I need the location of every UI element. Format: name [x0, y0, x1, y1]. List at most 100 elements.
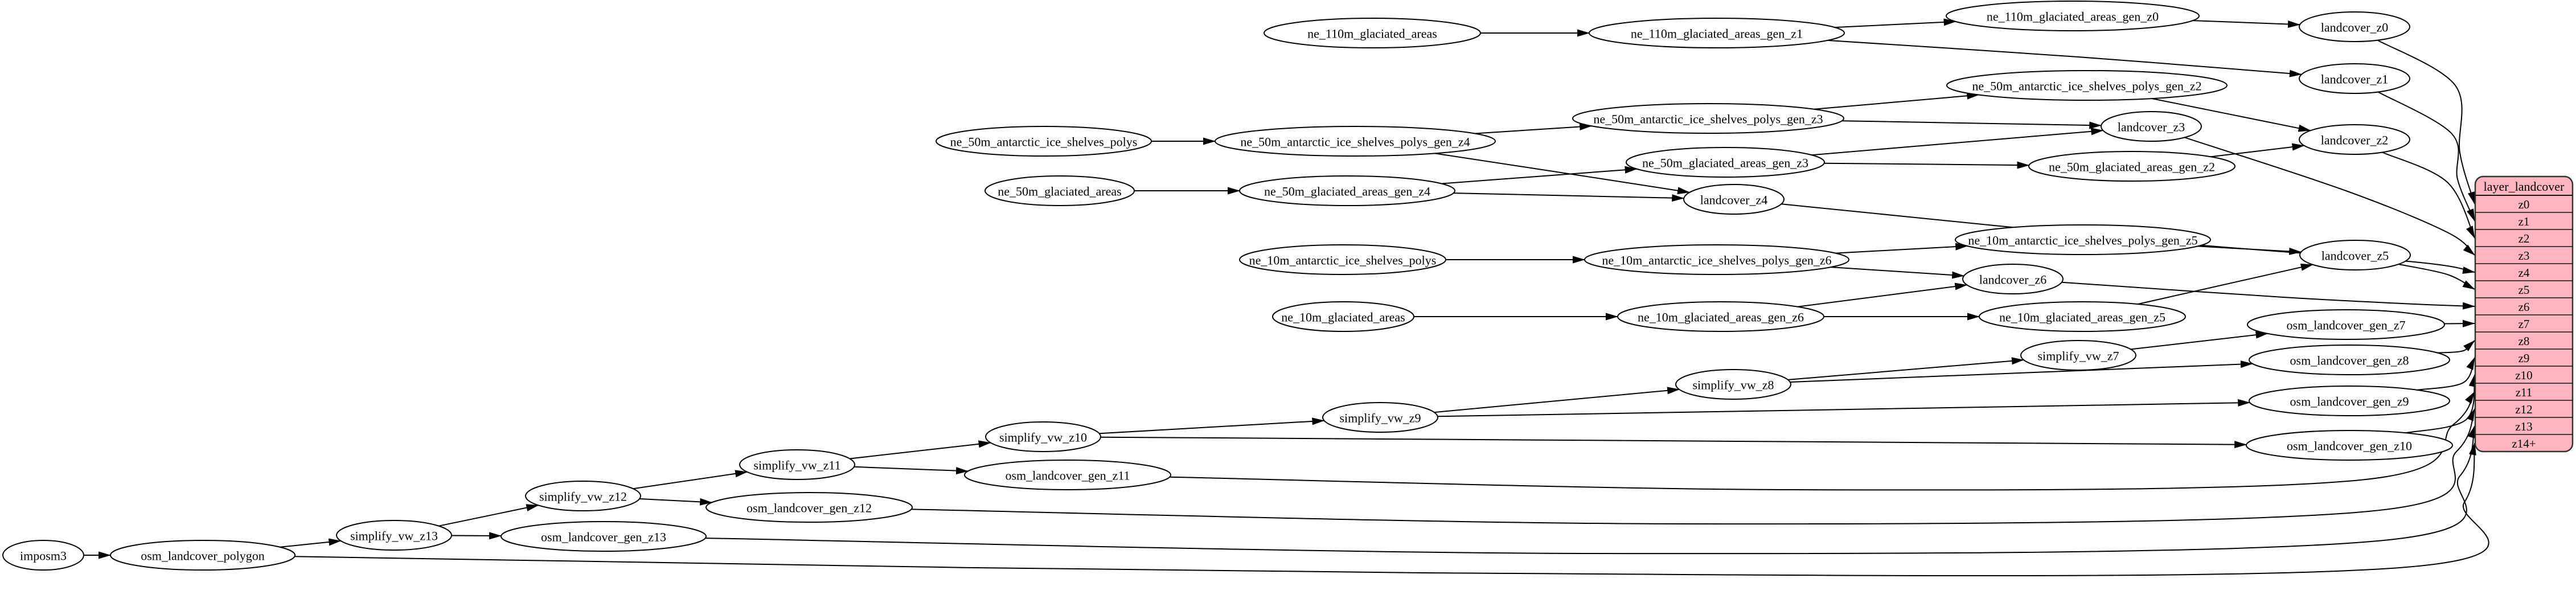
- node-simplify_vw_z13-label: simplify_vw_z13: [350, 529, 438, 543]
- node-osm_landcover_gen_z9: osm_landcover_gen_z9: [2249, 386, 2450, 416]
- node-simplify_vw_z13-ellipse: [336, 520, 452, 551]
- edge-ne_10m_antarctic_ice_shelves_polys_gen_z6-to-ne_10m_antarctic_ice_shelves_polys_gen_z5: [1835, 243, 1968, 254]
- node-ne_110m_glaciated_areas_gen_z1-label: ne_110m_glaciated_areas_gen_z1: [1631, 27, 1803, 41]
- node-landcover_z0-label: landcover_z0: [2321, 20, 2389, 35]
- node-simplify_vw_z9: simplify_vw_z9: [1322, 402, 1438, 433]
- node-osm_landcover_polygon-label: osm_landcover_polygon: [141, 549, 265, 563]
- node-ne_50m_glaciated_areas_gen_z2-ellipse: [2028, 151, 2235, 182]
- node-ne_50m_glaciated_areas_gen_z4-label: ne_50m_glaciated_areas_gen_z4: [1264, 184, 1430, 199]
- table-row-z7: z7: [2518, 317, 2530, 331]
- edge-osm_landcover_gen_z12-to-layer_landcover-z12: [911, 408, 2475, 525]
- node-ne_50m_antarctic_ice_shelves_polys_gen_z2: ne_50m_antarctic_ice_shelves_polys_gen_z…: [1946, 70, 2228, 101]
- node-ne_10m_antarctic_ice_shelves_polys-label: ne_10m_antarctic_ice_shelves_polys: [1249, 253, 1437, 268]
- node-landcover_z2: landcover_z2: [2299, 124, 2410, 155]
- table-row-z2: z2: [2518, 232, 2530, 245]
- node-landcover_z6: landcover_z6: [1962, 264, 2064, 294]
- node-landcover_z3-label: landcover_z3: [2118, 120, 2185, 134]
- node-landcover_z0-ellipse: [2299, 11, 2410, 42]
- node-imposm3-ellipse: [2, 540, 84, 571]
- node-ne_110m_glaciated_areas_gen_z0-ellipse: [1946, 1, 2200, 31]
- node-simplify_vw_z8-label: simplify_vw_z8: [1693, 378, 1774, 392]
- nodes-layer: imposm3 osm_landcover_polygon simplify_vw_…: [2, 1, 2453, 571]
- node-ne_50m_glaciated_areas_gen_z2: ne_50m_glaciated_areas_gen_z2: [2028, 151, 2235, 182]
- edge-ne_110m_glaciated_areas_gen_z0-to-landcover_z0: [2192, 20, 2300, 28]
- edge-osm_landcover_gen_z11-to-layer_landcover-z11: [1170, 391, 2475, 491]
- node-landcover_z3: landcover_z3: [2101, 111, 2202, 142]
- edge-osm_landcover_polygon-to-simplify_vw_z13: [280, 538, 342, 548]
- edge-simplify_vw_z11-to-simplify_vw_z10: [850, 440, 991, 460]
- node-simplify_vw_z12-ellipse: [525, 481, 641, 511]
- node-osm_landcover_gen_z10-label: osm_landcover_gen_z10: [2287, 439, 2412, 453]
- edge-ne_50m_antarctic_ice_shelves_polys_gen_z2-to-landcover_z2: [2151, 98, 2311, 132]
- node-imposm3-label: imposm3: [20, 549, 67, 563]
- node-ne_10m_glaciated_areas_gen_z5-label: ne_10m_glaciated_areas_gen_z5: [1999, 310, 2165, 325]
- table-row-z3: z3: [2518, 249, 2530, 263]
- edge-landcover_z3-to-layer_landcover-z3: [2184, 137, 2475, 256]
- node-landcover_z5: landcover_z5: [2299, 240, 2411, 270]
- table-row-z8: z8: [2518, 334, 2530, 348]
- node-landcover_z6-ellipse: [1962, 264, 2064, 294]
- node-landcover_z0: landcover_z0: [2299, 11, 2410, 42]
- node-ne_50m_antarctic_ice_shelves_polys-label: ne_50m_antarctic_ice_shelves_polys: [950, 135, 1138, 149]
- node-simplify_vw_z10: simplify_vw_z10: [985, 421, 1101, 452]
- node-simplify_vw_z12-label: simplify_vw_z12: [539, 490, 627, 504]
- edge-osm_landcover_gen_z13-to-layer_landcover-z13: [705, 425, 2475, 555]
- node-osm_landcover_gen_z12-label: osm_landcover_gen_z12: [746, 501, 872, 515]
- node-ne_50m_antarctic_ice_shelves_polys_gen_z2-label: ne_50m_antarctic_ice_shelves_polys_gen_z…: [1972, 79, 2201, 93]
- table-row-z0: z0: [2518, 198, 2530, 211]
- node-simplify_vw_z8-ellipse: [1675, 369, 1791, 400]
- node-simplify_vw_z12: simplify_vw_z12: [525, 481, 641, 511]
- node-ne_50m_antarctic_ice_shelves_polys_gen_z4-ellipse: [1215, 126, 1496, 157]
- table-row-z10: z10: [2515, 368, 2532, 382]
- edge-osm_landcover_gen_z9-to-layer_landcover-z9: [2417, 357, 2475, 391]
- edge-simplify_vw_z12-to-osm_landcover_gen_z12: [639, 498, 713, 506]
- node-ne_110m_glaciated_areas: ne_110m_glaciated_areas: [1264, 18, 1481, 48]
- edge-simplify_vw_z10-to-simplify_vw_z9: [1099, 417, 1325, 434]
- node-ne_50m_glaciated_areas_gen_z3: ne_50m_glaciated_areas_gen_z3: [1626, 147, 1825, 178]
- node-osm_landcover_gen_z11-ellipse: [964, 460, 1171, 490]
- table-row-z5: z5: [2518, 283, 2530, 297]
- node-simplify_vw_z9-ellipse: [1322, 402, 1438, 433]
- table-row-z4: z4: [2518, 266, 2530, 280]
- node-ne_10m_glaciated_areas: ne_10m_glaciated_areas: [1272, 301, 1414, 332]
- table-row-z11: z11: [2516, 386, 2533, 399]
- node-osm_landcover_gen_z13-label: osm_landcover_gen_z13: [541, 530, 666, 544]
- edge-ne_50m_glaciated_areas_gen_z4-to-landcover_z4: [1453, 192, 1685, 202]
- edge-ne_10m_antarctic_ice_shelves_polys_gen_z5-to-landcover_z5: [2197, 245, 2302, 255]
- node-osm_landcover_gen_z9-label: osm_landcover_gen_z9: [2290, 395, 2409, 409]
- node-osm_landcover_gen_z8-label: osm_landcover_gen_z8: [2290, 354, 2409, 368]
- node-simplify_vw_z10-label: simplify_vw_z10: [999, 430, 1087, 445]
- node-ne_10m_antarctic_ice_shelves_polys_gen_z6-ellipse: [1584, 244, 1849, 275]
- edge-ne_50m_antarctic_ice_shelves_polys_gen_z4-to-ne_50m_antarctic_ice_shelves_polys_gen_z3: [1474, 123, 1593, 134]
- edge-ne_10m_antarctic_ice_shelves_polys_gen_z6-to-landcover_z6: [1831, 266, 1965, 279]
- node-landcover_z4-ellipse: [1683, 184, 1785, 215]
- node-simplify_vw_z11: simplify_vw_z11: [739, 449, 855, 480]
- node-ne_110m_glaciated_areas-ellipse: [1264, 18, 1481, 48]
- edge-simplify_vw_z12-to-simplify_vw_z11: [633, 470, 748, 490]
- node-ne_50m_glaciated_areas_gen_z3-ellipse: [1626, 147, 1825, 178]
- node-landcover_z1-label: landcover_z1: [2321, 72, 2389, 87]
- node-landcover_z2-ellipse: [2299, 124, 2410, 155]
- node-ne_110m_glaciated_areas_gen_z0-label: ne_110m_glaciated_areas_gen_z0: [1987, 10, 2159, 24]
- node-simplify_vw_z13: simplify_vw_z13: [336, 520, 452, 551]
- node-landcover_z4: landcover_z4: [1683, 184, 1785, 215]
- node-ne_50m_glaciated_areas: ne_50m_glaciated_areas: [985, 175, 1135, 206]
- edge-osm_landcover_gen_z7-to-layer_landcover-z7: [2444, 319, 2475, 327]
- layer-landcover-table-title: layer_landcover: [2484, 179, 2565, 194]
- table-row-z1: z1: [2518, 215, 2530, 228]
- node-ne_50m_antarctic_ice_shelves_polys-ellipse: [936, 126, 1152, 157]
- edge-ne_50m_antarctic_ice_shelves_polys_gen_z4-to-landcover_z4: [1435, 153, 1691, 195]
- edge-ne_50m_antarctic_ice_shelves_polys_gen_z3-to-ne_50m_antarctic_ice_shelves_polys_gen_z2: [1814, 92, 1980, 110]
- node-simplify_vw_z11-ellipse: [739, 449, 855, 480]
- edge-simplify_vw_z7-to-osm_landcover_gen_z7: [2131, 331, 2269, 350]
- node-ne_10m_glaciated_areas-ellipse: [1272, 301, 1414, 332]
- node-osm_landcover_gen_z11-label: osm_landcover_gen_z11: [1005, 469, 1130, 483]
- table-row-z14+: z14+: [2512, 437, 2536, 450]
- node-landcover_z2-label: landcover_z2: [2321, 133, 2389, 147]
- table-row-z9: z9: [2518, 351, 2530, 365]
- node-landcover_z3-ellipse: [2101, 111, 2202, 142]
- table-row-z13: z13: [2515, 420, 2532, 433]
- node-osm_landcover_gen_z13-ellipse: [501, 521, 707, 552]
- node-ne_50m_antarctic_ice_shelves_polys: ne_50m_antarctic_ice_shelves_polys: [936, 126, 1152, 157]
